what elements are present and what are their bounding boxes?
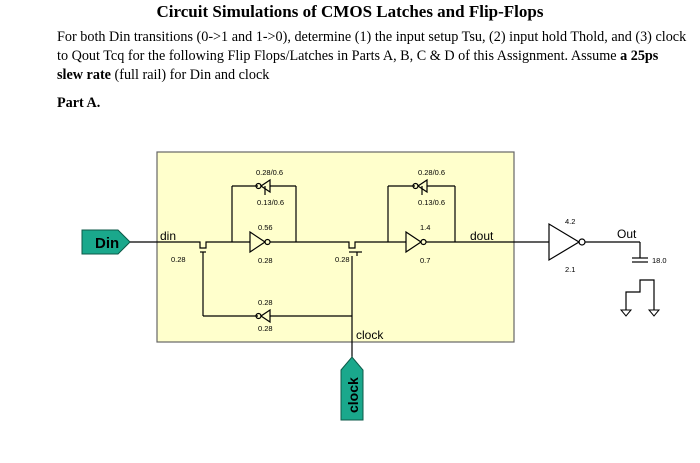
inv2-fb-size: 0.28/0.6 — [418, 168, 445, 177]
tg1-size: 0.28 — [171, 255, 186, 264]
dout-net-label: dout — [470, 229, 494, 243]
din-net-label: din — [160, 229, 176, 243]
inv2-top-size: 1.4 — [420, 223, 430, 232]
out-net-label: Out — [617, 227, 637, 241]
clk-inv-top-size: 0.28 — [258, 298, 273, 307]
instructions-tail: (full rail) for Din and clock — [110, 67, 270, 83]
instructions-emphasis: a 25ps slew rate — [57, 48, 659, 83]
load-cap-size: 18.0 — [652, 256, 667, 265]
instructions-text: For both Din transitions (0->1 and 1->0)… — [57, 29, 687, 64]
inv2-fb-lower-size: 0.13/0.6 — [418, 198, 445, 207]
inv1-fb-lower-size: 0.13/0.6 — [257, 198, 284, 207]
tg2-size: 0.28 — [335, 255, 350, 264]
clock-port[interactable] — [340, 356, 364, 421]
clock-net-label: clock — [356, 328, 384, 342]
din-port-label: Din — [95, 235, 119, 252]
part-label: Part A. — [57, 95, 101, 111]
inv2-bot-size: 0.7 — [420, 256, 430, 265]
clk-inv-bot-size: 0.28 — [258, 324, 273, 333]
clock-port-label: clock — [345, 377, 361, 413]
out-inv-top-size: 4.2 — [565, 217, 575, 226]
inv1-bot-size: 0.28 — [258, 256, 273, 265]
instructions-paragraph: For both Din transitions (0->1 and 1->0)… — [57, 28, 687, 85]
out-inv-bot-size: 2.1 — [565, 265, 575, 274]
latch-block — [156, 151, 515, 343]
din-port[interactable] — [81, 229, 131, 255]
inv1-fb-size: 0.28/0.6 — [256, 168, 283, 177]
page-title: Circuit Simulations of CMOS Latches and … — [156, 2, 544, 21]
inv1-top-size: 0.56 — [258, 223, 273, 232]
